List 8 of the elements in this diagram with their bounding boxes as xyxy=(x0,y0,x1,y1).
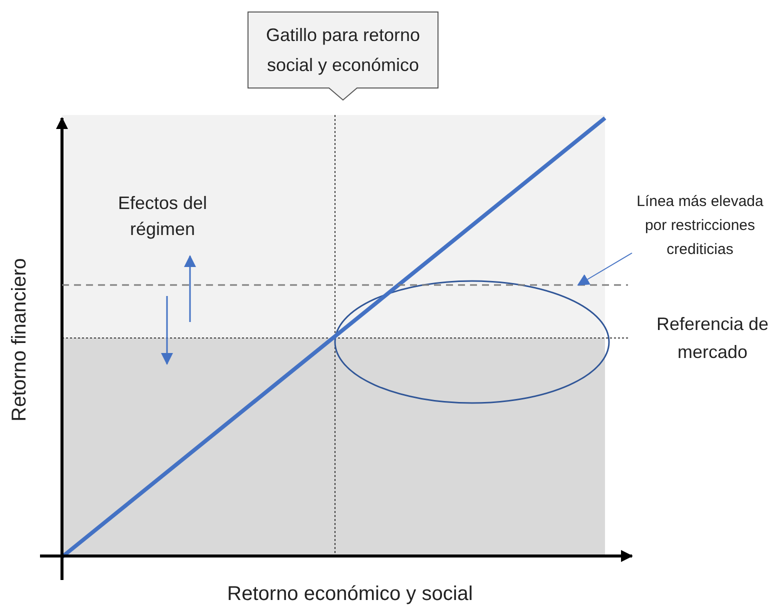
annotation-text: Referencia de mercado xyxy=(655,313,770,364)
arrow xyxy=(577,252,632,286)
axis-title: Retorno económico y social xyxy=(226,583,474,606)
callout-text: Gatillo para retorno social y económico xyxy=(252,20,434,80)
annotation-text: Efectos del régimen xyxy=(116,192,208,241)
axis-title: Retorno financiero xyxy=(8,262,32,422)
note-text: Línea más elevada por restricciones crediticias xyxy=(625,190,775,262)
elevated-line xyxy=(62,284,628,286)
